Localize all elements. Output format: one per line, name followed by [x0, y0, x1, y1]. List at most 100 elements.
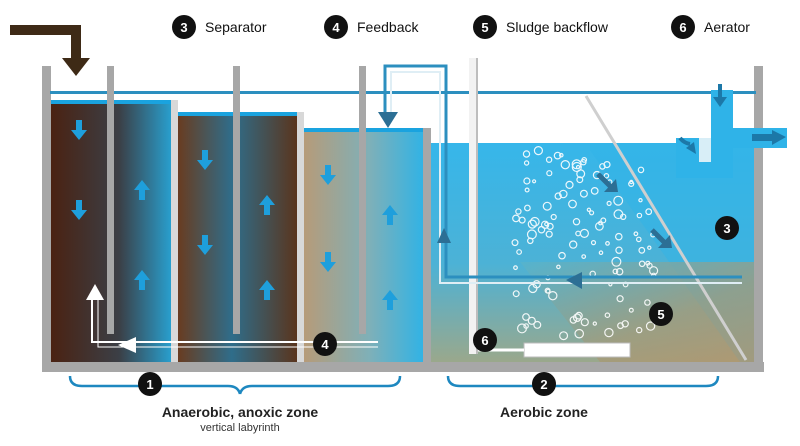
- aerobic-flow-arrows: [596, 172, 672, 248]
- flow-arrow-icon: [320, 165, 336, 185]
- air-bubble: [638, 260, 646, 268]
- air-bubble: [647, 245, 652, 250]
- flow-arrow-icon: [71, 120, 87, 140]
- air-bubble: [529, 216, 540, 227]
- outlet-pipe: [676, 84, 787, 178]
- air-bubble: [598, 250, 604, 256]
- legend-label: Separator: [205, 19, 267, 35]
- air-bubble: [544, 287, 551, 294]
- air-bubble: [599, 163, 606, 170]
- air-bubble: [581, 254, 587, 260]
- flow-arrow-icon: [378, 112, 398, 128]
- air-bubble: [540, 220, 550, 229]
- air-bubble: [604, 312, 611, 319]
- legend-number: 5: [473, 15, 497, 39]
- flow-arrow-icon: [382, 290, 398, 310]
- flow-arrow-icon: [382, 205, 398, 225]
- air-bubble: [576, 176, 584, 184]
- aerobic-zone: [431, 58, 754, 362]
- air-bubble: [527, 316, 536, 325]
- air-bubble: [615, 267, 624, 276]
- marker-sludge-backflow: 5: [649, 302, 673, 326]
- legend-number: 3: [172, 15, 196, 39]
- zone-2-title: Aerobic zone: [500, 404, 588, 420]
- chamber-dividers: [107, 66, 431, 362]
- svg-text:1: 1: [146, 377, 153, 392]
- air-bubble: [512, 290, 520, 298]
- flow-arrow-icon: [437, 228, 451, 243]
- air-bubble: [590, 240, 597, 246]
- svg-text:6: 6: [481, 333, 488, 348]
- air-bubble: [548, 291, 558, 301]
- air-bubble: [613, 195, 624, 206]
- air-bubble: [550, 213, 557, 221]
- air-bubbles-icon: [511, 146, 659, 341]
- svg-text:5: 5: [657, 307, 664, 322]
- legend-label: Aerator: [704, 19, 750, 35]
- flow-arrow-icon: [658, 235, 672, 248]
- zone-brace-1: [68, 375, 402, 395]
- air-bubble: [637, 166, 645, 174]
- air-bubble: [533, 320, 542, 329]
- air-bubble: [560, 159, 571, 170]
- air-bubble: [515, 208, 522, 215]
- air-bubble: [528, 283, 538, 294]
- flow-arrow-icon: [686, 142, 696, 154]
- air-bubble: [545, 230, 553, 238]
- air-bubble: [603, 173, 610, 179]
- air-bubble: [518, 216, 526, 224]
- air-bubble: [586, 207, 592, 212]
- air-bubble: [611, 256, 622, 267]
- air-bubble: [636, 326, 643, 334]
- air-bubble: [580, 318, 589, 327]
- air-bubble: [569, 316, 578, 324]
- flow-arrow-icon: [259, 195, 275, 215]
- legend-separator: 3 Separator: [172, 14, 266, 40]
- air-bubble: [524, 204, 531, 212]
- air-bubble: [617, 322, 624, 330]
- separator-plate: [584, 95, 748, 361]
- air-bubble: [575, 230, 581, 237]
- air-bubble: [544, 221, 549, 227]
- air-bubble: [576, 169, 586, 179]
- air-bubble: [553, 151, 562, 160]
- air-bubble: [513, 265, 518, 271]
- air-bubble: [645, 208, 653, 216]
- svg-text:4: 4: [321, 337, 329, 352]
- air-bubble: [579, 189, 588, 198]
- flow-arrow-icon: [71, 200, 87, 220]
- inlet-pipe: [10, 25, 90, 76]
- air-bubble: [522, 150, 531, 158]
- legend-label: Sludge backflow: [506, 19, 608, 35]
- marker-feedback: 4: [313, 332, 337, 356]
- air-bubble: [645, 321, 656, 331]
- air-bubble: [569, 240, 578, 249]
- svg-text:2: 2: [540, 377, 547, 392]
- flow-arrow-icon: [134, 270, 150, 290]
- air-bubble: [511, 239, 519, 247]
- air-bubble: [574, 328, 584, 339]
- svg-text:3: 3: [723, 221, 730, 236]
- air-bubble: [556, 264, 561, 270]
- air-bubble: [516, 249, 522, 255]
- air-bubble: [588, 210, 595, 216]
- air-bubble: [546, 170, 553, 177]
- air-bubble: [565, 180, 574, 189]
- air-bubble: [615, 246, 623, 254]
- air-bubble: [542, 201, 552, 211]
- inlet-arrow-icon: [62, 58, 90, 76]
- flow-arrow-icon: [259, 280, 275, 300]
- air-bubble: [644, 299, 651, 306]
- air-bubble: [590, 186, 599, 195]
- air-bubble: [523, 323, 529, 329]
- air-bubble: [595, 221, 604, 231]
- air-bubble: [638, 246, 646, 254]
- air-bubble: [592, 321, 598, 326]
- zone-badge-2: 2: [532, 372, 556, 396]
- air-bubble: [533, 146, 544, 156]
- flow-arrow-icon: [86, 284, 104, 300]
- air-bubble: [628, 180, 635, 187]
- air-bubble: [568, 199, 577, 209]
- air-bubble: [635, 236, 642, 243]
